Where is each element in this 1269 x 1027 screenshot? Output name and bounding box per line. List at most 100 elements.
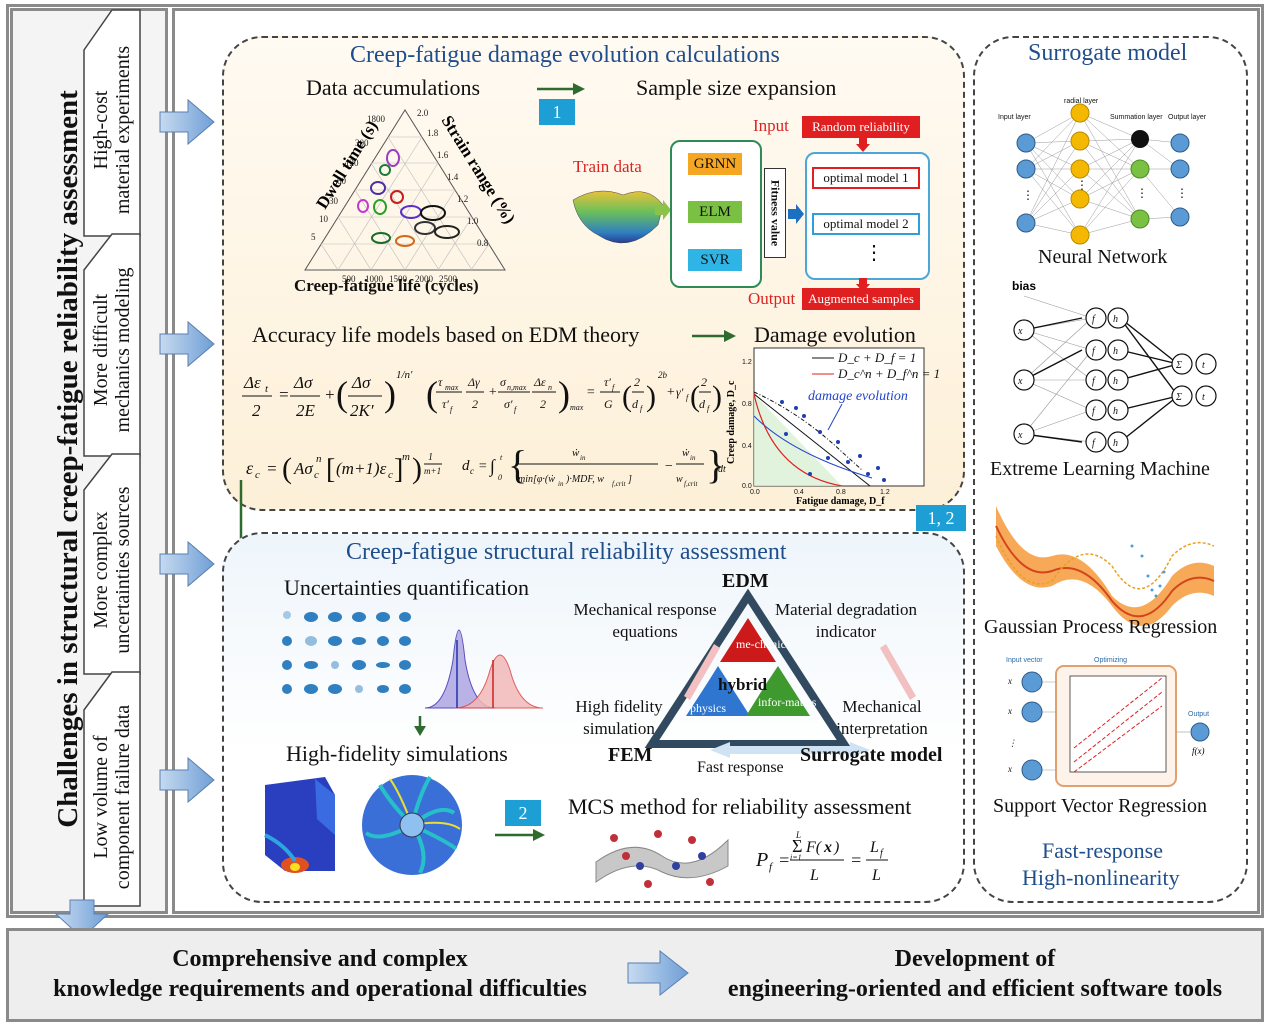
- svg-text:+: +: [488, 385, 497, 400]
- random-reliability-box: Random reliability: [802, 116, 920, 138]
- svg-text:}: }: [706, 442, 725, 487]
- panel-title: Creep-fatigue structural reliability ass…: [346, 539, 787, 565]
- svr-name: Support Vector Regression: [993, 795, 1208, 817]
- svg-text:): ): [412, 452, 422, 485]
- augmented-samples-box: Augmented samples: [802, 288, 920, 310]
- svg-text:Σ: Σ: [792, 836, 802, 856]
- tab-line: component failure data: [112, 704, 134, 890]
- damage-evolution-label: Damage evolution: [754, 322, 916, 347]
- tick-label: 1.2: [880, 489, 890, 496]
- fast-response-label: Fast response: [697, 759, 784, 776]
- tick-label: 10: [319, 214, 329, 224]
- tick-label: 1500: [389, 274, 408, 284]
- svg-text:x: x: [1007, 676, 1012, 686]
- tick-label: 1.2: [457, 194, 468, 204]
- svg-text:]: ]: [627, 474, 632, 485]
- svg-text:f: f: [686, 393, 690, 402]
- svr-image: Input vector Optimizing Output xxx⋮ f(x): [1006, 657, 1210, 787]
- mech-interp-label: Mechanical interpretation: [836, 697, 928, 738]
- svg-text:): ): [712, 380, 722, 413]
- scatter-matrix: [282, 611, 411, 694]
- fem-label: FEM: [608, 744, 653, 766]
- svg-text:Δε: Δε: [243, 373, 261, 392]
- surrogate-label: Surrogate model: [800, 744, 943, 766]
- svr-label: Input vector: [1006, 657, 1043, 664]
- output-label: Output: [748, 289, 796, 308]
- svg-text:x: x: [823, 839, 832, 856]
- arrow-down-icon: [856, 138, 870, 152]
- svg-text:2E: 2E: [296, 401, 316, 420]
- panel-title: Creep-fatigue damage evolution calculati…: [350, 42, 780, 68]
- svg-text:=: =: [778, 850, 790, 870]
- tab-line: uncertainties sources: [112, 486, 134, 654]
- bottom-line: Comprehensive and complex: [172, 946, 468, 972]
- svg-text:c: c: [388, 469, 393, 481]
- svg-text:L: L: [871, 867, 881, 884]
- svg-text:in: in: [690, 454, 696, 462]
- svg-text:): ): [558, 374, 570, 414]
- uncertainties-label: Uncertainties quantification: [284, 575, 529, 600]
- mat-deg-label: Material degradation indicator: [774, 600, 918, 641]
- svg-text:): ): [646, 380, 656, 413]
- tick-label: 5: [311, 232, 316, 242]
- svg-text:x: x: [1007, 706, 1012, 716]
- svg-text:(: (: [282, 452, 292, 485]
- input-label: Input: [753, 116, 789, 135]
- triangle-arrows: [684, 644, 916, 758]
- bottom-line: Development of: [894, 946, 1056, 972]
- chart-xlabel: Fatigue damage, D_f: [796, 496, 885, 507]
- svg-text:τ′: τ′: [604, 375, 611, 389]
- svg-text:): ): [833, 839, 839, 856]
- svg-text:f: f: [640, 404, 644, 413]
- right-arrow-icon: [627, 949, 689, 997]
- tick-label: 300: [355, 138, 369, 148]
- panel-title: Surrogate model: [1028, 40, 1188, 66]
- svg-text:c: c: [314, 469, 319, 481]
- tri-left-label: physics: [690, 701, 726, 715]
- arrow-right-icon: [788, 204, 804, 224]
- svg-text:Σ: Σ: [1175, 360, 1182, 371]
- svg-text:2: 2: [634, 375, 640, 389]
- bottom-left-text: Comprehensive and complex knowledge requ…: [10, 944, 630, 1004]
- edm-triangle-diagram: me-chanics physics infor-matics hybrid: [644, 588, 852, 748]
- tick-label: 1.0: [467, 216, 479, 226]
- svg-text:in: in: [580, 454, 586, 462]
- svg-text:d: d: [632, 397, 639, 411]
- tick-label: 2000: [415, 274, 434, 284]
- hf-sim-label: High fidelity simulation: [575, 697, 663, 738]
- svg-text:t: t: [1202, 360, 1205, 371]
- svg-text:h: h: [1113, 376, 1118, 387]
- reliability-panel: [222, 532, 965, 903]
- arrow-right-icon: [537, 83, 585, 95]
- svg-text:⋮: ⋮: [1136, 186, 1148, 200]
- arrow-right-icon: [655, 200, 671, 220]
- tick-label: 1.4: [447, 172, 459, 182]
- damage-evolution-chart: D_c + D_f = 1 D_c^n + D_f^n = 1 damage e…: [726, 347, 940, 507]
- tab-line: More complex: [90, 511, 112, 629]
- challenges-title: Challenges in structural creep-fatigue r…: [52, 90, 84, 828]
- tick-label: 120: [345, 158, 359, 168]
- tick-label: 0.4: [742, 443, 752, 450]
- svg-text:F(: F(: [805, 839, 823, 856]
- svg-text:f: f: [1092, 406, 1096, 417]
- right-arrow-icon: [159, 540, 215, 588]
- nn-label: Summation layer: [1110, 114, 1163, 121]
- arrow-down-icon: [414, 716, 426, 736]
- svg-text:σ: σ: [500, 375, 507, 389]
- nn-label: radial layer: [1064, 98, 1099, 105]
- train-data-label: Train data: [573, 157, 642, 176]
- svg-text:τ: τ: [438, 375, 443, 389]
- svg-text:d: d: [462, 458, 470, 474]
- svg-text:(: (: [336, 374, 348, 414]
- svr-output: f(x): [1192, 746, 1205, 756]
- challenge-arrows: [159, 98, 215, 804]
- mech-resp-label: Mechanical response equations: [573, 600, 717, 641]
- svg-text:n,max: n,max: [507, 383, 527, 392]
- challenge-tab-shapes: [83, 9, 141, 907]
- distribution-plot: [424, 629, 544, 709]
- svg-text:L: L: [795, 830, 801, 840]
- tick-label: 0.0: [742, 483, 752, 490]
- svg-text:h: h: [1113, 346, 1118, 357]
